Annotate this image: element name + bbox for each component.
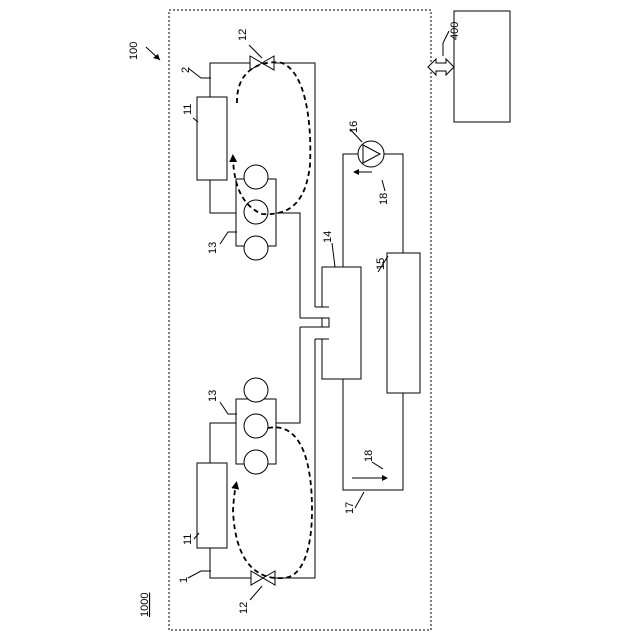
load-unit xyxy=(387,253,420,393)
controller-box xyxy=(454,11,510,122)
circuit-lower-label: 1 xyxy=(178,577,190,583)
water-pipe-label: 17 xyxy=(344,502,356,514)
fans-upper-label: 13 xyxy=(207,242,219,254)
fan-group-upper xyxy=(236,165,276,260)
fans-lower-label: 13 xyxy=(207,390,219,402)
communication-arrow xyxy=(428,59,454,75)
heat-exchanger-lower-label: 11 xyxy=(182,534,194,545)
heat-exchanger-upper xyxy=(197,97,227,180)
controller-label: 400 xyxy=(449,22,461,40)
expansion-valve-upper xyxy=(250,56,274,70)
fan-group-lower xyxy=(236,378,276,474)
pump xyxy=(358,141,384,167)
flow-lower-label: 18 xyxy=(363,450,375,462)
pump-label: 16 xyxy=(348,121,360,133)
water-flow-arrow-lower xyxy=(352,475,388,481)
heat-exchanger-lower xyxy=(197,463,227,548)
flow-upper-label: 18 xyxy=(378,193,390,205)
load-unit-label: 15 xyxy=(375,258,387,270)
intermediate-heat-exchanger xyxy=(300,267,361,379)
unit-label: 100 xyxy=(128,42,140,60)
heat-exchanger-upper-label: 11 xyxy=(182,104,194,115)
water-flow-arrow-upper xyxy=(353,169,372,175)
circuit-upper-label: 2 xyxy=(180,67,192,73)
system-label: 1000 xyxy=(139,593,151,617)
valve-lower-label: 12 xyxy=(238,602,250,614)
intermediate-hx-label: 14 xyxy=(322,231,334,243)
valve-upper-label: 12 xyxy=(237,29,249,41)
